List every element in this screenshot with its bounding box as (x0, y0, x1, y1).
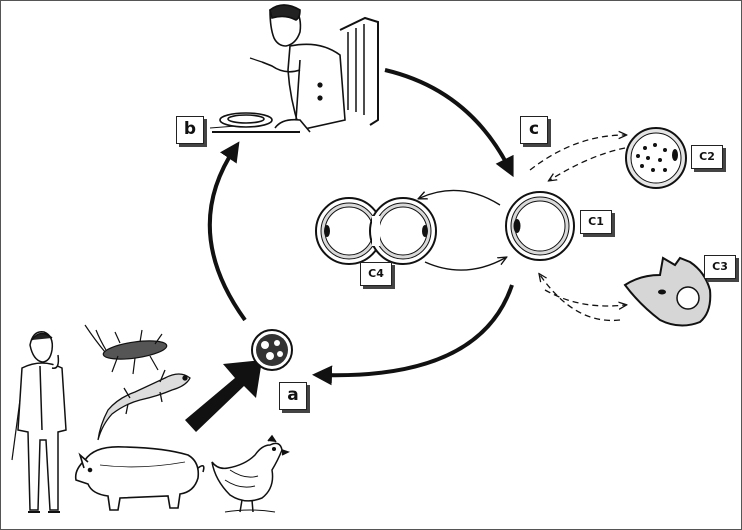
label-c4: C4 (360, 262, 392, 286)
label-c2: C2 (691, 145, 723, 169)
cyst-c2-icon (625, 127, 687, 189)
arrow-to-c (384, 68, 514, 178)
label-b: b (176, 116, 204, 144)
pig-icon (74, 445, 205, 511)
arrow-c1-to-c3 (544, 289, 625, 306)
arrow-c1-to-a (312, 284, 514, 386)
label-c: c (520, 116, 548, 144)
arrow-c2-to-c1 (550, 147, 626, 180)
lizard-icon (97, 369, 191, 441)
label-c3: C3 (704, 255, 736, 279)
label-c1: C1 (580, 210, 612, 234)
arrow-a-to-b (207, 141, 247, 322)
gentleman-icon (11, 331, 67, 513)
person-eating-icon (209, 4, 379, 133)
cyst-c4-icon (315, 197, 437, 265)
cockroach-icon (84, 324, 168, 375)
big-arrow (185, 360, 262, 432)
arrow-c1-to-c4 (420, 189, 501, 206)
chicken-icon (211, 434, 290, 513)
arrow-c3-to-c1 (540, 275, 621, 322)
cyst-c1-icon (505, 191, 575, 261)
arrow-c4-to-c1 (424, 258, 505, 271)
cyst-a-icon (251, 329, 293, 371)
trophozoite-c3-icon (623, 256, 712, 327)
label-a: a (279, 382, 307, 410)
arrow-c1-to-c2 (529, 135, 625, 171)
